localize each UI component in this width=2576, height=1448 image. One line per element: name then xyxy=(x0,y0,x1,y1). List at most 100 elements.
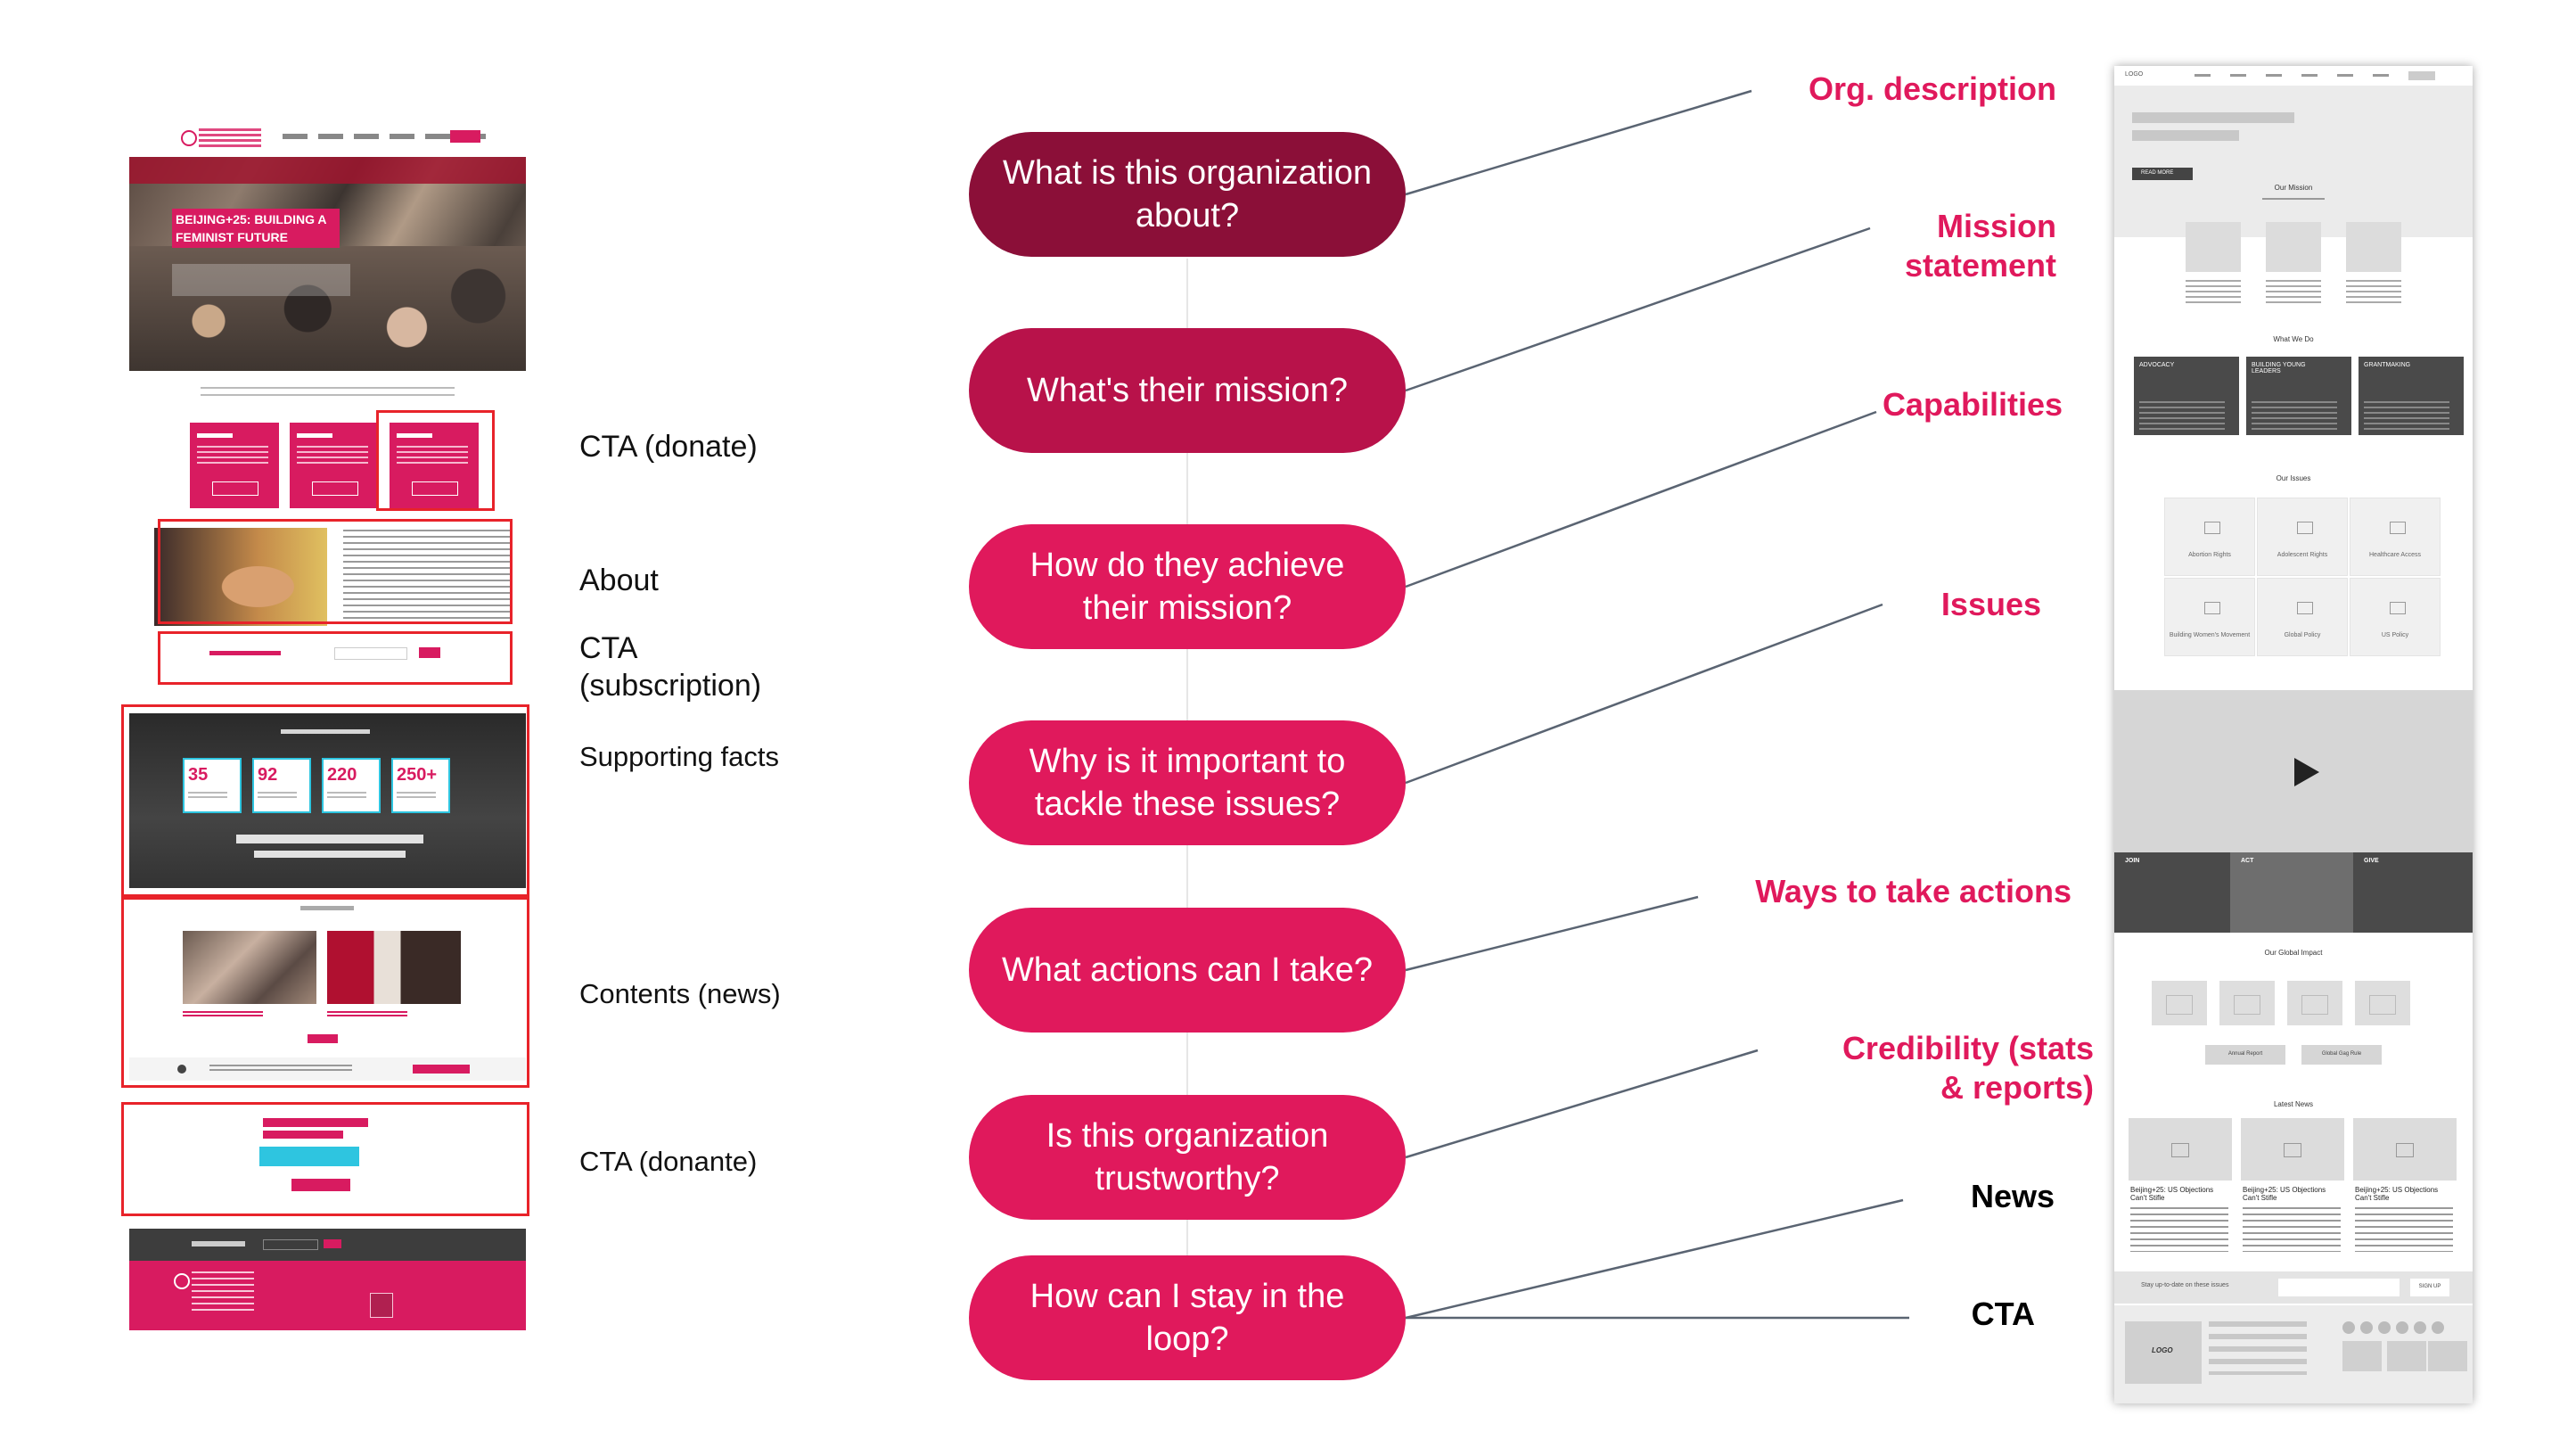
website-screenshot: BEIJING+25: BUILDING A FEMINIST FUTURE 3… xyxy=(129,119,526,1330)
question-pill: How do they achieve their mission? xyxy=(969,524,1406,649)
wf-hero-button-label: READ MORE xyxy=(2141,170,2174,176)
wf-issue-tile: Global Policy xyxy=(2257,578,2348,656)
wf-video xyxy=(2114,690,2473,852)
wf-news-title: Beijing+25: US Objections Can't Stifle xyxy=(2130,1186,2214,1202)
impact-stat: 35 xyxy=(183,758,242,813)
highlight-cta-donate xyxy=(376,410,495,511)
wf-capability: GRANTMAKING xyxy=(2359,357,2464,435)
wf-mission-card xyxy=(2186,222,2241,272)
site-subscribe-input xyxy=(334,647,407,660)
wf-news-image xyxy=(2129,1118,2232,1181)
wf-what-we-do: What We Do xyxy=(2273,335,2314,343)
annotation-contents-news: Contents (news) xyxy=(579,978,781,1009)
wf-report-button: Annual Report xyxy=(2205,1045,2285,1065)
label-capabilities: Capabilities xyxy=(1882,386,2063,423)
wf-chart-icon xyxy=(2287,981,2342,1025)
wf-news-title: Beijing+25: US Objections Can't Stifle xyxy=(2243,1186,2326,1202)
site-news-caption xyxy=(327,1011,407,1018)
hero-text xyxy=(172,264,350,296)
question-pill: How can I stay in the loop? xyxy=(969,1255,1406,1380)
wf-report-button: Global Gag Rule xyxy=(2301,1045,2382,1065)
wf-mission-card xyxy=(2266,222,2321,272)
highlight-news xyxy=(121,897,529,1088)
wf-issue-tile: Adolescent Rights xyxy=(2257,498,2348,576)
play-icon xyxy=(2294,758,2319,786)
label-issues: Issues xyxy=(1940,586,2041,622)
wf-news-image xyxy=(2353,1118,2457,1181)
label-news: News xyxy=(1970,1178,2055,1214)
highlight-supporting-facts xyxy=(121,704,529,897)
wf-issue-tile: Building Women's Movement xyxy=(2164,578,2255,656)
wf-subscribe: Stay up-to-date on these issues SIGN UP xyxy=(2114,1271,2473,1304)
site-logo-icon xyxy=(181,130,197,146)
site-nav xyxy=(129,119,526,158)
label-org-description: Org. description xyxy=(1808,70,2056,107)
site-card-issues xyxy=(290,423,379,508)
wf-our-issues: Our Issues xyxy=(2276,474,2311,482)
site-intro-text xyxy=(201,387,455,401)
wf-issue-tile: US Policy xyxy=(2350,578,2441,656)
site-about-text xyxy=(343,530,513,619)
wf-capability: ADVOCACY xyxy=(2134,357,2239,435)
wf-our-mission: Our Mission xyxy=(2274,184,2313,192)
annotation-about: About xyxy=(579,564,659,597)
hero-crowd xyxy=(129,246,526,371)
impact-subline xyxy=(254,851,406,858)
site-card-take-action xyxy=(390,423,479,508)
question-pill: What actions can I take? xyxy=(969,908,1406,1033)
wf-capability: BUILDING YOUNG LEADERS xyxy=(2246,357,2351,435)
site-news-image xyxy=(183,931,316,1004)
question-pill: What's their mission? xyxy=(969,328,1406,453)
annotation-cta-donate: CTA (donate) xyxy=(579,430,758,464)
site-latest-news-title xyxy=(300,906,354,910)
question-pill: Is this organization trustworthy? xyxy=(969,1095,1406,1220)
site-news-caption xyxy=(183,1011,263,1018)
annotation-cta-donante: CTA (donante) xyxy=(579,1146,758,1177)
highlight-subscription xyxy=(158,631,513,685)
label-mission-statement: Mission statement xyxy=(1904,208,2056,284)
label-credibility: Credibility (stats & reports) xyxy=(1842,1030,2094,1106)
impact-stat: 220 xyxy=(322,758,381,813)
impact-headline xyxy=(236,835,423,843)
wf-action-act: ACT xyxy=(2230,852,2353,933)
annotation-supporting-facts: Supporting facts xyxy=(579,741,780,772)
highlight-cta-donante xyxy=(121,1102,529,1216)
site-footer xyxy=(129,1261,526,1330)
wf-issue-tile: Healthcare Access xyxy=(2350,498,2441,576)
wf-chart-icon xyxy=(2219,981,2275,1025)
site-nav-links xyxy=(283,134,486,139)
site-reproductive-rights-banner xyxy=(129,1100,526,1211)
wf-news-image xyxy=(2241,1118,2344,1181)
wf-mission-card xyxy=(2346,222,2401,272)
wf-nav: LOGO xyxy=(2114,66,2473,86)
site-hero-image: BEIJING+25: BUILDING A FEMINIST FUTURE xyxy=(129,157,526,371)
wf-news-title: Beijing+25: US Objections Can't Stifle xyxy=(2355,1186,2439,1202)
wf-action-give: GIVE xyxy=(2353,852,2473,933)
wf-latest-news: Latest News xyxy=(2273,1100,2314,1108)
site-footer-signup xyxy=(129,1229,526,1261)
question-pill: Why is it important to tackle these issu… xyxy=(969,720,1406,845)
wireframe: LOGO READ MORE Our Mission What We Do AD… xyxy=(2114,66,2473,1403)
wf-chart-icon xyxy=(2355,981,2410,1025)
annotation-cta-subscription: CTA (subscription) xyxy=(579,631,762,703)
site-subscribe-button xyxy=(419,647,440,658)
site-subscribe-text xyxy=(209,651,281,655)
hero-title: BEIJING+25: BUILDING A FEMINIST FUTURE xyxy=(172,209,340,248)
site-global-impact: 35 92 220 250+ xyxy=(129,713,526,888)
impact-stat: 250+ xyxy=(391,758,450,813)
impact-stat: 92 xyxy=(252,758,311,813)
label-cta: CTA xyxy=(1971,1296,2035,1332)
hero-banner xyxy=(129,157,526,184)
site-donate-button xyxy=(450,130,480,143)
label-ways-to-take-actions: Ways to take actions xyxy=(1755,873,2071,909)
wf-hero: READ MORE xyxy=(2114,86,2473,237)
site-news-button xyxy=(308,1034,338,1043)
wf-global-impact: Our Global Impact xyxy=(2264,949,2323,957)
wf-footer: LOGO xyxy=(2114,1305,2473,1403)
site-twitter-bar xyxy=(129,1057,526,1081)
site-logo-text xyxy=(199,128,261,148)
question-pill: What is this organization about? xyxy=(969,132,1406,257)
site-news-image xyxy=(327,931,461,1004)
wf-logo: LOGO xyxy=(2125,71,2144,78)
